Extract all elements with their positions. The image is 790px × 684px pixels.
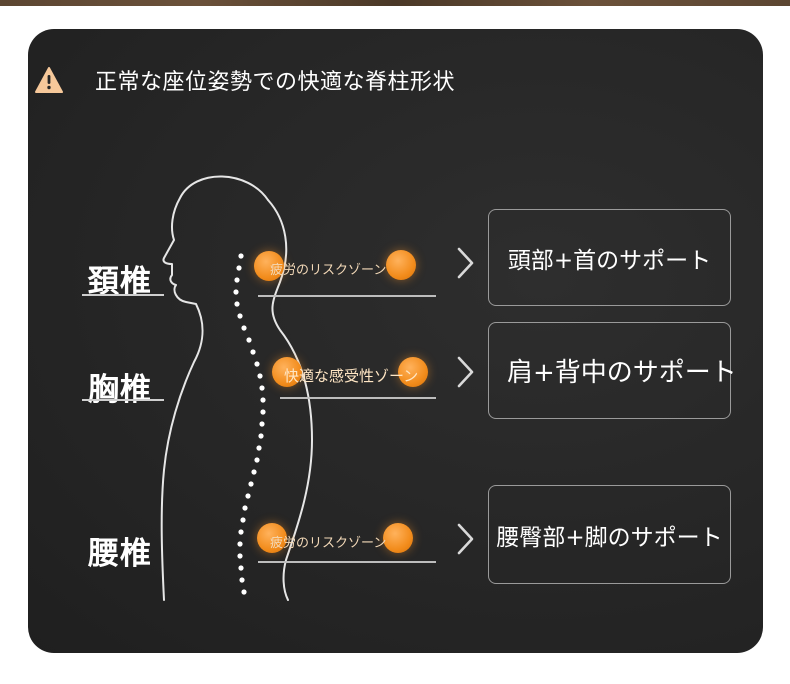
chevron-right-icon	[457, 356, 474, 388]
header: 正常な座位姿勢での快適な脊柱形状	[35, 64, 455, 96]
warning-icon	[35, 67, 63, 93]
support-box-shoulder-back: 肩+背中のサポート	[488, 322, 737, 419]
zone-marker-right	[383, 523, 413, 553]
zone-line-thoracic	[280, 397, 436, 399]
chevron-right-icon	[457, 247, 474, 279]
zone-marker-right	[398, 357, 428, 387]
zone-line-cervical	[258, 295, 436, 297]
support-box-head-neck: 頭部+首のサポート	[488, 209, 731, 306]
region-label-thoracic: 胸椎	[88, 372, 152, 408]
zone-marker-right	[386, 250, 416, 280]
zone-text-cervical: 疲労のリスクゾーン	[270, 263, 387, 278]
body-back-outline	[267, 199, 313, 601]
zone-marker-left	[257, 523, 287, 553]
zone-marker-left	[254, 251, 284, 281]
region-underline-thoracic	[82, 399, 164, 401]
zone-text-thoracic: 快適な感受性ゾーン	[284, 367, 419, 385]
zone-line-lumbar	[258, 561, 436, 563]
chevron-right-icon	[457, 523, 474, 555]
spine-dotted-line	[233, 253, 266, 595]
region-underline-cervical	[82, 294, 164, 296]
body-front-outline	[160, 175, 269, 601]
region-label-lumbar: 腰椎	[88, 536, 152, 572]
top-decorative-strip	[0, 0, 790, 6]
header-title: 正常な座位姿勢での快適な脊柱形状	[95, 70, 456, 95]
zone-text-lumbar: 疲労のリスクゾーン	[270, 536, 387, 551]
zone-marker-left	[272, 357, 302, 387]
support-box-hip-leg: 腰臀部+脚のサポート	[488, 485, 731, 584]
